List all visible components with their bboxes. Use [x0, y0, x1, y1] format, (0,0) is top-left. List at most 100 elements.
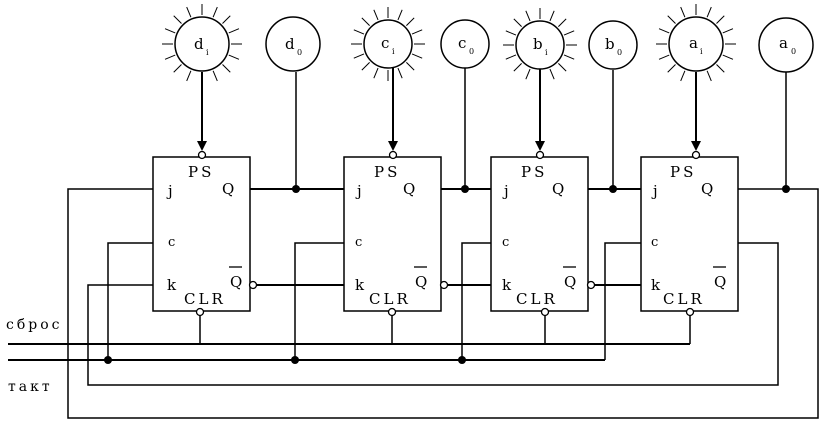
lamp-ray: [558, 63, 567, 72]
lamp-ray: [716, 15, 725, 24]
pin-clr: CLR: [663, 290, 705, 308]
input-circle-d: [174, 16, 230, 72]
lamp-ray: [173, 15, 182, 24]
output-circles: [265, 16, 814, 73]
lamp-ray: [406, 17, 415, 26]
ff-pin-labels-b: PS j Q c k CLR Q: [502, 163, 576, 308]
lamp-ray: [667, 64, 676, 73]
lamp-ray: [222, 15, 231, 24]
lamp-ray: [549, 10, 555, 22]
input-sub-c: i: [392, 47, 395, 56]
output-sub-a: 0: [791, 47, 796, 56]
lamp-ray: [406, 62, 415, 71]
pin-c: c: [502, 235, 509, 250]
lamp-ray: [525, 10, 531, 22]
pin-qbar: Q: [564, 273, 576, 291]
lamp-ray: [228, 54, 240, 60]
lamp-ray: [373, 9, 379, 21]
lamp-ray: [353, 53, 365, 59]
input-label-d: d: [194, 35, 204, 53]
pin-clr: CLR: [184, 290, 226, 308]
input-sub-a: i: [700, 47, 703, 56]
output-sub-b: 0: [617, 48, 622, 57]
input-label-c: c: [381, 34, 389, 52]
lamp-ray: [722, 28, 734, 34]
input-sub-d: i: [206, 48, 209, 57]
lamp-ray: [411, 29, 423, 35]
pin-c: c: [168, 235, 175, 250]
pin-q: Q: [701, 180, 713, 198]
input-lamps: [162, 4, 736, 84]
clock-junctions: [104, 356, 466, 364]
ff-pin-labels-c: PS j Q c k CLR Q: [355, 163, 427, 308]
reset-taps: [199, 314, 691, 344]
output-sub-d: 0: [297, 48, 302, 57]
input-label-b: b: [533, 35, 543, 53]
input-circle-b: [515, 20, 565, 70]
input-lamp-c: [351, 7, 425, 81]
pin-j: j: [651, 182, 658, 200]
lamp-ray: [680, 70, 686, 82]
lamp-ray: [563, 54, 575, 60]
input-arrows: [197, 68, 701, 151]
lamp-ray: [549, 68, 555, 80]
output-circle-c: [440, 19, 490, 69]
lamp-ray: [563, 30, 575, 36]
clock-signal-label: такт: [8, 379, 53, 395]
lamp-ray: [505, 54, 517, 60]
lamp-ray: [361, 17, 370, 26]
input-circle-a: [668, 16, 724, 72]
lamp-ray: [353, 29, 365, 35]
lamp-ray: [164, 54, 176, 60]
input-label-a: a: [689, 34, 698, 52]
output-circle-d: [265, 16, 321, 72]
output-label-a: a: [779, 34, 788, 52]
pin-qbar: Q: [415, 273, 427, 291]
output-wires: [295, 67, 787, 189]
input-lamp-d: [162, 4, 242, 84]
reset-signal-label: сброс: [6, 317, 63, 333]
lamp-ray: [212, 6, 218, 18]
pin-k: k: [651, 276, 661, 294]
lamp-ray: [558, 18, 567, 27]
pin-c: c: [355, 235, 362, 250]
pin-q: Q: [552, 180, 564, 198]
feedback-wires: [67, 188, 819, 419]
lamp-ray: [228, 28, 240, 34]
pin-j: j: [502, 182, 509, 200]
ff-pin-labels-a: PS j Q c k CLR Q: [651, 163, 726, 308]
lamp-ray: [164, 28, 176, 34]
lamp-ray: [706, 70, 712, 82]
lamp-ray: [222, 64, 231, 73]
inversion-bubbles: [195, 150, 701, 317]
pin-ps: PS: [670, 163, 696, 181]
lamp-ray: [212, 70, 218, 82]
pin-ps: PS: [521, 163, 547, 181]
pin-j: j: [166, 182, 173, 200]
lamp-ray: [373, 67, 379, 79]
pin-clr: CLR: [516, 290, 558, 308]
input-lamp-a: [656, 4, 736, 84]
pin-ps: PS: [374, 163, 400, 181]
pin-qbar: Q: [714, 273, 726, 291]
pin-qbar: Q: [230, 273, 242, 291]
output-junctions: [292, 185, 790, 193]
pin-q: Q: [222, 180, 234, 198]
pin-c: c: [651, 235, 658, 250]
output-sub-c: 0: [469, 47, 474, 56]
pin-j: j: [355, 182, 362, 200]
lamp-ray: [173, 64, 182, 73]
lamp-ray: [667, 15, 676, 24]
pin-k: k: [355, 276, 365, 294]
lamp-ray: [397, 67, 403, 79]
lamp-ray: [361, 62, 370, 71]
lamp-ray: [706, 6, 712, 18]
output-label-b: b: [605, 35, 615, 53]
input-sub-b: i: [545, 48, 548, 57]
input-labels: d i c i b i a i: [194, 34, 703, 57]
clock-taps: [107, 242, 641, 360]
pin-k: k: [167, 276, 177, 294]
pin-ps: PS: [188, 163, 214, 181]
lamp-ray: [505, 30, 517, 36]
